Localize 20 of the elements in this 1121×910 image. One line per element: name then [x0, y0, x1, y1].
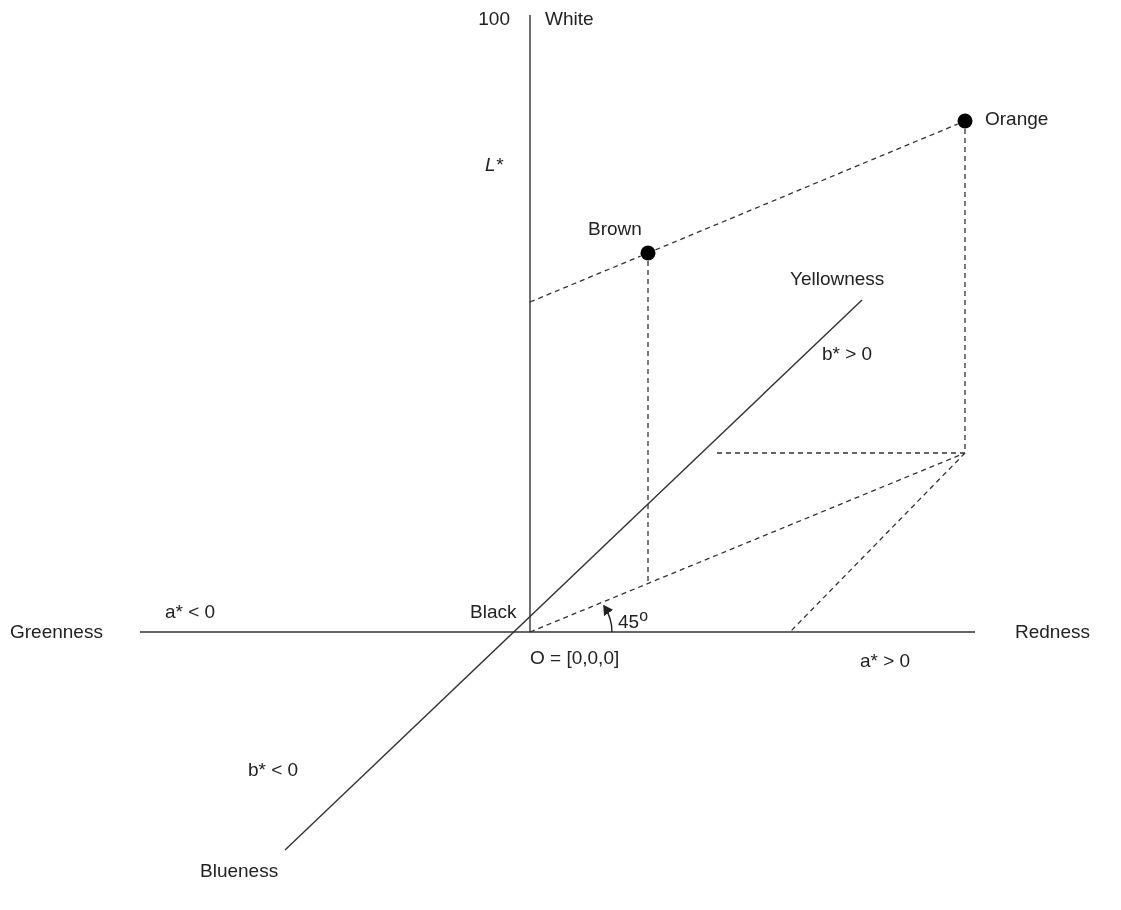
projection-line [529, 255, 642, 303]
axis-label: b* < 0 [248, 759, 299, 781]
projection-line [654, 123, 959, 251]
point-label: Orange [985, 108, 1049, 130]
scale-value: 100 [478, 8, 510, 30]
axis-label: Blueness [200, 860, 279, 882]
point-dot [640, 245, 656, 261]
axis-label: Yellowness [790, 268, 885, 290]
point-label: Brown [588, 218, 642, 240]
axis-label: White [545, 8, 594, 30]
axis-label: Redness [1015, 621, 1090, 643]
axis-label: Black [470, 601, 517, 623]
axis-label: b* > 0 [822, 343, 873, 365]
axis-label: a* > 0 [860, 650, 911, 672]
axis-label: Greenness [10, 621, 103, 643]
axis-label: a* < 0 [165, 601, 216, 623]
angle-label: 45$^{o}$ [618, 606, 648, 634]
origin-label: O = [0,0,0] [530, 647, 620, 669]
point-dot [957, 113, 973, 129]
axis-label: L* [485, 154, 503, 176]
